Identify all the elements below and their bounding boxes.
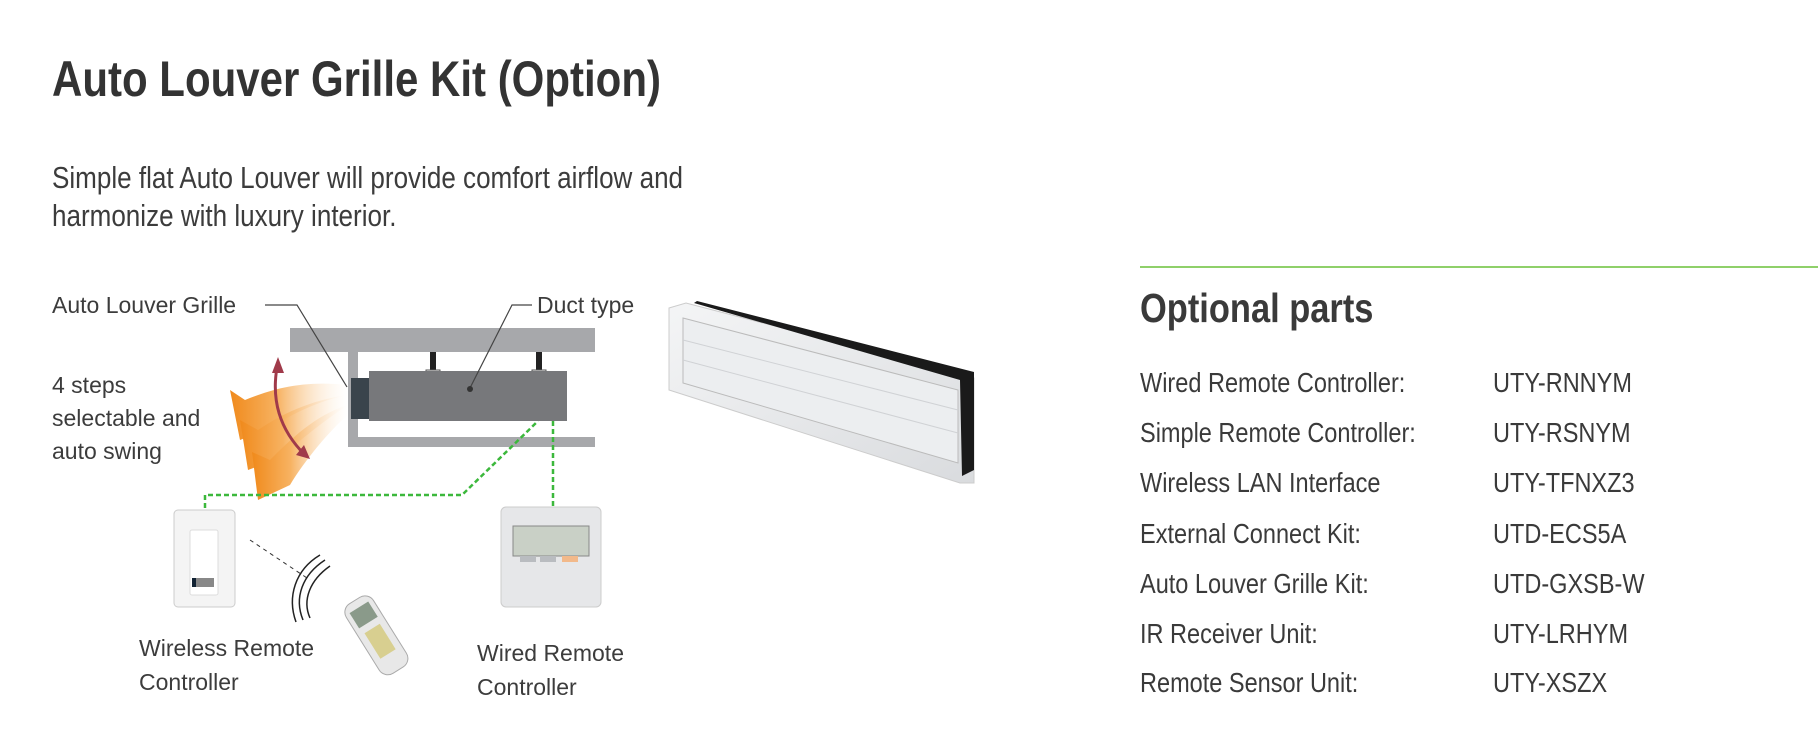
- leader-line-grille: [265, 304, 348, 388]
- part-model: UTY-RNNYM: [1493, 367, 1632, 398]
- louver-grille: [351, 378, 369, 419]
- label-steps-2: selectable and: [52, 405, 201, 431]
- section-divider: [1140, 266, 1818, 268]
- label-wireless-2: Controller: [139, 669, 239, 695]
- part-label: External Connect Kit:: [1140, 518, 1361, 549]
- leader-line-duct: [469, 304, 532, 389]
- label-steps-3: auto swing: [52, 438, 162, 464]
- part-label: Wireless LAN Interface: [1140, 467, 1381, 498]
- description-line-2: harmonize with luxury interior.: [52, 198, 397, 233]
- part-model: UTY-LRHYM: [1493, 618, 1629, 649]
- wired-remote-controller-icon: [500, 506, 602, 608]
- wireless-signal-line: [203, 420, 539, 508]
- part-model: UTY-RSNYM: [1493, 417, 1631, 448]
- part-model: UTD-GXSB-W: [1493, 568, 1645, 599]
- part-label: Simple Remote Controller:: [1140, 417, 1416, 448]
- ir-waves-icon: [291, 554, 331, 623]
- label-wired-2: Controller: [477, 674, 577, 700]
- label-wireless-1: Wireless Remote: [139, 635, 315, 661]
- duct-unit: [369, 371, 567, 421]
- label-steps-1: 4 steps: [52, 372, 127, 398]
- part-label: IR Receiver Unit:: [1140, 618, 1318, 649]
- wireless-receiver-icon: [173, 509, 236, 608]
- auto-louver-grille-photo: [668, 301, 975, 484]
- optional-parts-heading: Optional parts: [1140, 285, 1374, 331]
- label-duct-type: Duct type: [537, 292, 635, 318]
- airflow-icon: [230, 357, 348, 500]
- part-label: Remote Sensor Unit:: [1140, 667, 1359, 698]
- part-label: Wired Remote Controller:: [1140, 367, 1406, 398]
- description-line-1: Simple flat Auto Louver will provide com…: [52, 160, 684, 195]
- part-label: Auto Louver Grille Kit:: [1140, 568, 1369, 599]
- label-auto-louver-grille: Auto Louver Grille: [52, 292, 237, 318]
- part-model: UTY-TFNXZ3: [1493, 467, 1635, 498]
- label-wired-1: Wired Remote: [477, 640, 624, 666]
- handheld-remote-icon: [344, 595, 409, 676]
- part-model: UTD-ECS5A: [1493, 518, 1627, 549]
- page-title: Auto Louver Grille Kit (Option): [52, 51, 661, 107]
- part-model: UTY-XSZX: [1493, 667, 1608, 698]
